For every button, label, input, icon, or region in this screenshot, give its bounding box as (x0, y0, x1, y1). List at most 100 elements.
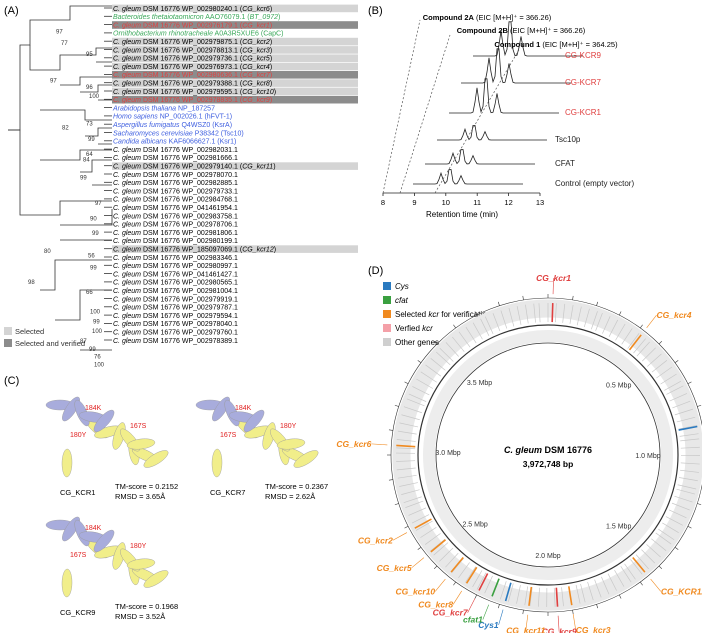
bootstrap-value: 100 (94, 363, 105, 369)
gene-highlight (396, 444, 416, 448)
gene-mark (396, 460, 416, 462)
gene-label: CG_kcr10 (395, 586, 435, 596)
tree-leaf-label: Homo sapiens NP_002026.1 (hFVT-1) (113, 114, 232, 121)
outer-tick (572, 295, 574, 300)
middle-ring (417, 324, 679, 586)
gene-highlight (555, 587, 559, 607)
residue-label: 167S (70, 552, 87, 559)
gene-label: CG_kcr9 (542, 627, 577, 633)
gene-mark (680, 469, 700, 473)
gene-mark (508, 308, 515, 327)
gene-label: CG_kcr2 (358, 535, 393, 545)
x-tick-label: 13 (536, 198, 544, 207)
tree-leaf-label: C. gleum DSM 16776 WP_041461954.1 (113, 205, 238, 212)
outer-tick (404, 381, 409, 384)
bootstrap-value: 84 (83, 158, 90, 164)
gene-mark (484, 575, 493, 594)
gene-highlight (568, 586, 573, 606)
gene-mark (651, 538, 667, 551)
scale-label: 1.5 Mbp (606, 524, 631, 531)
tree-leaf-label: C. gleum DSM 16776 WP_002981004.1 (113, 288, 238, 295)
bootstrap-value: 99 (80, 175, 87, 181)
gene-label: Cys1 (478, 620, 499, 630)
legend-label: cfat (395, 296, 409, 305)
gene-leader-line (572, 613, 576, 630)
gene-mark (408, 507, 427, 516)
gene-mark (500, 310, 508, 329)
tree-leaf-label: C. gleum DSM 16776 WP_002980240.1 (CG_kc… (113, 6, 272, 13)
gene-mark (646, 544, 661, 558)
bootstrap-value: 97 (56, 29, 63, 35)
tree-leaf-label: C. gleum DSM 16776 WP_002979388.1 (CG_kc… (113, 81, 272, 88)
gene-mark (465, 326, 477, 344)
legend-label: Selected kcr for verification (395, 310, 491, 319)
gene-mark (666, 385, 684, 395)
gene-mark (436, 351, 451, 366)
gene-highlight (450, 556, 464, 573)
gene-mark (656, 366, 673, 379)
gene-label: CG_kcr6 (336, 439, 371, 449)
gene-mark (401, 489, 420, 495)
outer-tick (619, 311, 622, 316)
bootstrap-value: 73 (86, 121, 93, 127)
gene-mark (680, 446, 700, 449)
inner-ring (435, 342, 661, 568)
tree-leaf-label: C. gleum DSM 16776 WP_002978070.1 (113, 172, 238, 179)
outer-tick (453, 324, 456, 329)
gene-mark (627, 333, 640, 349)
gene-mark (671, 502, 690, 511)
outer-tick (687, 381, 692, 384)
gene-leader-line (434, 578, 446, 592)
gene-mark (664, 380, 682, 391)
gene-mark (472, 570, 483, 588)
outer-tick (433, 340, 438, 345)
legend-label: Other genes (395, 338, 439, 347)
gene-highlight (491, 578, 500, 597)
outer-tick (572, 610, 574, 615)
gene-mark (614, 570, 625, 587)
outer-tick (596, 604, 599, 609)
protein-ribbon (243, 409, 265, 433)
bootstrap-value: 99 (90, 266, 97, 272)
outer-tick (417, 547, 422, 550)
outer-tick (453, 581, 456, 586)
panel-d-label: (D) (368, 265, 383, 277)
gene-highlight (504, 582, 512, 602)
panel-a-label: (A) (4, 5, 19, 17)
tree-leaf-label: C. gleum DSM 16776 WP_002983758.1 (113, 213, 238, 220)
residue-label: 180Y (70, 432, 87, 439)
bootstrap-value: 99 (88, 137, 95, 143)
tree-leaf-list: C. gleum DSM 16776 WP_002980240.1 (CG_kc… (112, 4, 358, 345)
gene-mark (516, 585, 521, 604)
gene-mark (672, 400, 691, 409)
rmsd: RMSD = 2.62Å (265, 492, 315, 501)
protein-ribbon (276, 438, 306, 450)
outer-tick (640, 324, 643, 329)
gene-mark (647, 353, 662, 367)
gene-mark (492, 313, 501, 332)
gene-label: CG_kcr3 (576, 625, 611, 633)
bootstrap-value: 100 (89, 94, 100, 100)
gene-label: CG_kcr1 (536, 273, 571, 283)
tree-leaf-label: C. gleum DSM 16776 WP_002980565.1 (113, 280, 238, 287)
gene-mark (396, 439, 416, 442)
chromatogram-trace (449, 78, 559, 114)
bootstrap-value: 76 (94, 355, 101, 361)
rmsd: RMSD = 3.65Å (115, 492, 165, 501)
gene-mark (676, 488, 695, 495)
leaf-highlight (112, 95, 358, 104)
gene-mark (499, 581, 507, 600)
gene-mark (480, 318, 490, 336)
gene-mark (674, 408, 694, 416)
gene-mark (524, 586, 529, 606)
gene-highlight (465, 566, 478, 584)
protein-ribbon (293, 450, 319, 468)
gene-mark (607, 573, 617, 591)
gene-mark (580, 583, 586, 603)
legend-swatch (383, 296, 391, 304)
outer-tick (497, 301, 500, 306)
leaf-highlight (112, 46, 358, 54)
gene-mark (587, 581, 594, 601)
